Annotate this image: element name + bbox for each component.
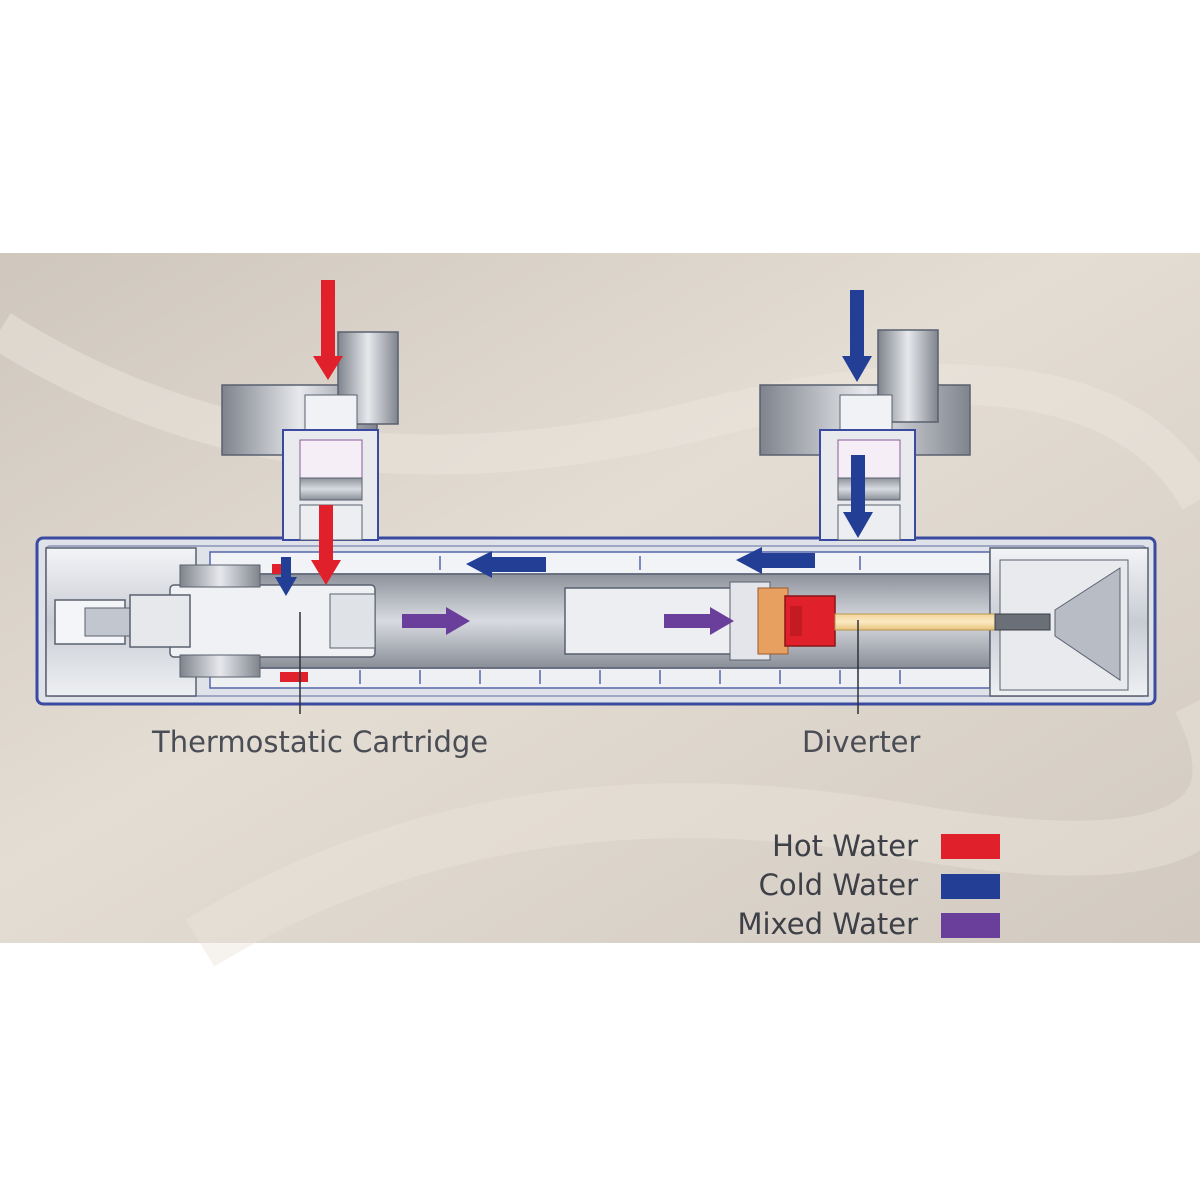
cold-inlet-arrow [842,290,872,382]
legend-label-cold: Cold Water [758,868,918,902]
cold-channel-arrow-right [736,547,815,574]
legend-swatch-cold [941,874,1000,899]
mixed-arrow-1 [402,607,470,635]
hot-water-arrows [311,280,343,585]
diverter-part [564,581,1051,661]
cold-down-arrow-small [275,557,297,596]
hot-inlet-arrow [313,280,343,380]
thermostatic-cartridge-label: Thermostatic Cartridge [152,725,489,759]
hot-down-arrow [311,505,341,585]
legend-label-hot: Hot Water [772,829,918,863]
legend-swatch-mixed [941,913,1000,938]
mixed-arrow-2 [664,607,734,635]
cold-channel-arrow-left [466,551,546,578]
mixed-water-arrows [402,607,734,635]
thermostatic-cartridge-part [129,564,376,682]
legend-label-mixed: Mixed Water [737,907,918,941]
hot-inlet-fitting [221,331,399,541]
diverter-label: Diverter [802,725,921,759]
cold-water-arrows [275,290,873,596]
legend-swatch-hot [941,834,1000,859]
cold-down-arrow [843,455,873,538]
